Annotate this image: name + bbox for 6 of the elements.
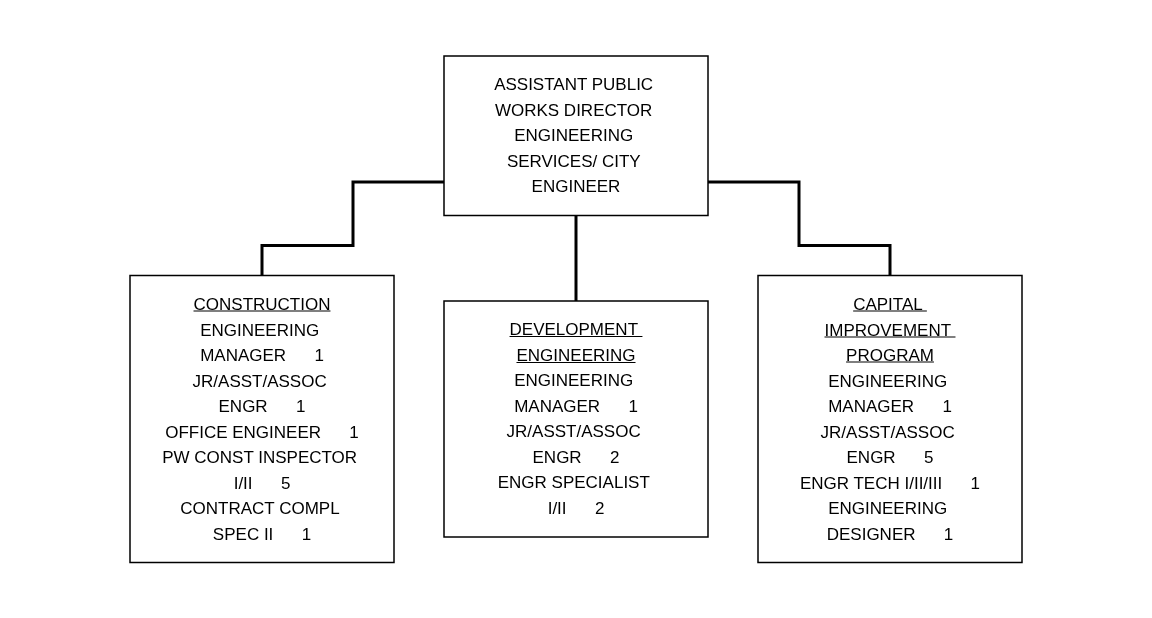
connector <box>260 180 444 277</box>
connector <box>708 180 892 277</box>
node-box: CAPITAL IMPROVEMENT PROGRAM ENGINEERING MANAGER 1 JR/ASST/ASSOC ENGR 5 ENGR TECH I/II/III 1 ENGINEERING DESIGNER 1 <box>757 274 1023 563</box>
node-box: CONSTRUCTION ENGINEERING MANAGER 1 JR/ASST/ASSOC ENGR 1 OFFICE ENGINEER 1 PW CONST INSPECTOR I/II 5 CONTRACT COMPL SPEC II 1 <box>129 274 395 563</box>
node-box: DEVELOPMENT ENGINEERING ENGINEERING MANAGER 1 JR/ASST/ASSOC ENGR 2 ENGR SPECIALIST I/II 2 <box>443 300 709 538</box>
node-box: ASSISTANT PUBLIC WORKS DIRECTOR ENGINEERING SERVICES/ CITY ENGINEER <box>443 55 709 216</box>
